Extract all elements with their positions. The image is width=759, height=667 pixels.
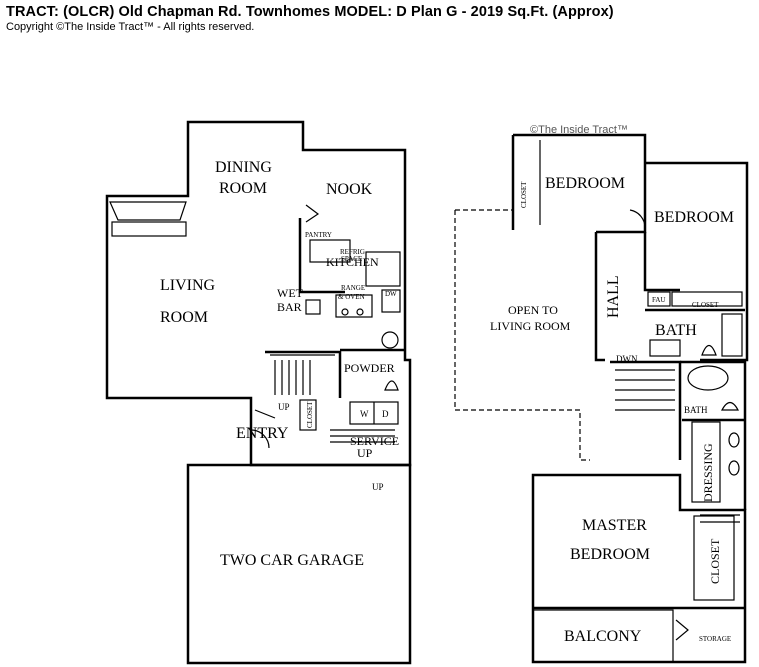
- master-bedroom-label-2: BEDROOM: [570, 546, 650, 563]
- copyright-notice: Copyright ©The Inside Tract™ - All right…: [6, 21, 255, 33]
- garage-up-label: UP: [372, 482, 384, 492]
- storage-label: STORAGE: [699, 635, 731, 643]
- fau-label: FAU: [652, 296, 665, 304]
- range-oven-label-2: & OVEN: [338, 293, 365, 301]
- living-room-label-2: ROOM: [160, 309, 208, 326]
- master-bath-label: BATH: [684, 405, 708, 415]
- bath-label: BATH: [655, 322, 697, 339]
- living-room-label-1: LIVING: [160, 277, 216, 294]
- nook-label: NOOK: [326, 181, 373, 198]
- page-title: TRACT: (OLCR) Old Chapman Rd. Townhomes …: [6, 4, 614, 20]
- dressing-label: DRESSING: [701, 443, 715, 502]
- service-up-label: UP: [357, 446, 373, 460]
- dryer-label: D: [382, 409, 389, 419]
- header: TRACT: (OLCR) Old Chapman Rd. Townhomes …: [6, 4, 614, 33]
- second-floor-plan: [454, 133, 749, 664]
- stairs-up-label: UP: [278, 402, 290, 412]
- washer-label: W: [360, 409, 369, 419]
- dining-room-label-2: ROOM: [219, 180, 267, 197]
- pantry-label: PANTRY: [305, 231, 332, 239]
- range-oven-label-1: RANGE: [341, 284, 365, 292]
- dishwasher-label: DW: [385, 290, 397, 298]
- balcony-label: BALCONY: [564, 628, 642, 645]
- master-closet-label: CLOSET: [708, 538, 722, 584]
- bedroom-closet-label: CLOSET: [520, 181, 528, 208]
- open-to-living-label-2: LIVING ROOM: [490, 319, 571, 333]
- wet-bar-label-2: BAR: [277, 300, 302, 314]
- kitchen-label: KITCHEN: [326, 255, 379, 269]
- bedroom-1-label: BEDROOM: [545, 175, 625, 192]
- dining-room-label-1: DINING: [215, 159, 272, 176]
- refrig-space-label-1: REFRIG: [340, 248, 365, 256]
- entry-label: ENTRY: [236, 425, 289, 442]
- powder-label: POWDER: [344, 361, 395, 375]
- wet-bar-label-1: WET: [277, 286, 304, 300]
- hall-label: HALL: [605, 275, 622, 318]
- master-bedroom-label-1: MASTER: [582, 517, 647, 534]
- first-floor-plan: [105, 120, 412, 665]
- refrig-space-label-2: SPACE: [341, 255, 362, 263]
- open-to-living-label-1: OPEN TO: [508, 303, 558, 317]
- bedroom-2-label: BEDROOM: [654, 209, 734, 226]
- service-label: SERVICE: [350, 434, 399, 448]
- watermark: ©The Inside Tract™: [530, 124, 628, 136]
- entry-closet-label: CLOSET: [306, 401, 314, 428]
- hall-closet-label: CLOSET: [692, 301, 719, 309]
- garage-label: TWO CAR GARAGE: [220, 552, 364, 569]
- stairs-down-label: DWN: [616, 354, 638, 364]
